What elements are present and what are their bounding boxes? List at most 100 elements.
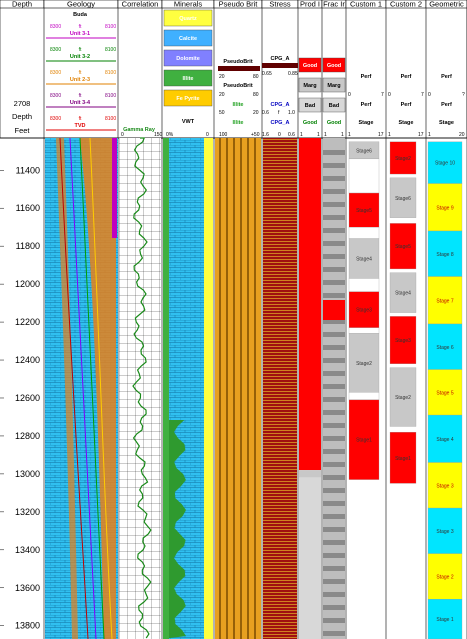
track-header-title: Correlation — [122, 0, 159, 9]
mineral-label: Dolomite — [176, 56, 200, 62]
depth-tick-label: 12000 — [15, 279, 40, 289]
custom-sub-left: 0 — [388, 92, 391, 98]
custom-min: 1 — [388, 132, 391, 138]
frac-index-stripe — [323, 566, 345, 571]
depth-tick-label: 12400 — [15, 355, 40, 365]
depth-axis: 1140011600118001200012200124001260012800… — [0, 165, 40, 631]
frac-index-stripe — [323, 514, 345, 519]
track-header-title: Geology — [67, 0, 95, 9]
custom-row2: Perf — [441, 102, 452, 108]
custom-row3: Stage — [399, 120, 414, 126]
frac-index-stripe — [323, 358, 345, 363]
frac-index-stripe — [323, 501, 345, 506]
stage-label: Stage 2 — [436, 574, 453, 580]
stage-label: Stage 3 — [436, 483, 453, 489]
geology-unit-name: Unit 3-4 — [70, 100, 91, 106]
stage-block — [389, 316, 417, 364]
stage-block — [348, 392, 380, 401]
stage-label: Stage 1 — [436, 617, 453, 623]
geology-unit-right: 8100 — [105, 93, 116, 99]
depth-tick-label: 11800 — [16, 241, 40, 251]
mineral-swatch — [163, 89, 213, 107]
frac-index-red — [323, 300, 345, 320]
track-header-title: Geometric — [429, 0, 464, 9]
depth-tick-label: 11600 — [16, 203, 40, 213]
custom-row1: Perf — [441, 74, 452, 80]
frac-index-stripe — [323, 618, 345, 623]
minerals-footer-left: 0% — [166, 132, 174, 138]
stage-label: Stage1 — [395, 456, 411, 462]
stage-block — [427, 369, 463, 416]
stage-block — [348, 227, 380, 239]
depth-tick-label: 13000 — [15, 469, 40, 479]
geology-unit-mid: ft — [79, 47, 82, 53]
stage-block — [348, 333, 380, 393]
geology-unit-name: Unit 3-2 — [70, 54, 90, 60]
stage-block — [348, 192, 380, 228]
depth-tick-label: 12200 — [15, 317, 40, 327]
stress-row2-left: 0.6 — [262, 110, 269, 116]
stage-label: Stage 5 — [436, 390, 453, 396]
minerals-quartz-fill — [204, 138, 213, 639]
geology-purple-edge — [112, 138, 117, 238]
depth-header-value: 2708 — [14, 99, 31, 108]
stage-block — [389, 141, 417, 175]
stage-label: Stage3 — [395, 338, 411, 344]
custom-row3: Stage — [439, 120, 454, 126]
stage-block — [389, 177, 417, 218]
stage-label: Stage4 — [395, 291, 411, 297]
frac-index-stripe — [323, 150, 345, 155]
frac-index-stripe — [323, 384, 345, 389]
frac-index-stripe — [323, 579, 345, 584]
geology-unit-mid: ft — [79, 24, 82, 30]
frac-index-stripe — [323, 215, 345, 220]
geology-unit-mid: ft — [79, 116, 82, 122]
pseudobrit-row1: PseudoBrit — [223, 59, 253, 65]
geology-unit-boundary — [89, 137, 113, 639]
correlation-min: 0 — [121, 132, 124, 138]
stage-label: Stage 6 — [436, 345, 453, 351]
mineral-swatch — [163, 69, 213, 87]
track-header-title: Depth — [12, 0, 32, 9]
frac-index-stripe — [323, 527, 345, 532]
geology-unit-left: 8300 — [50, 24, 61, 30]
index-legend-label: Good — [303, 120, 317, 126]
geology-unit-boundary — [59, 137, 89, 639]
mineral-label: Illite — [182, 76, 193, 82]
geology-unit-left: 8300 — [50, 116, 61, 122]
stage-label: Stage2 — [395, 395, 411, 401]
geology-top-unit: Buda — [73, 12, 88, 18]
stage-block — [389, 272, 417, 313]
geology-unit-right: 8100 — [105, 24, 116, 30]
pseudobrit-row4-right: +50 — [251, 132, 260, 138]
pseudobrit-row3-left: 50 — [219, 110, 225, 116]
track-header-title: Frac Ir — [323, 0, 345, 9]
index-legend-label: Good — [327, 63, 341, 69]
geology-unit-left: 8300 — [50, 70, 61, 76]
depth-tick-label: 13400 — [15, 545, 40, 555]
frac-index-stripe — [323, 397, 345, 402]
pseudobrit-row2-right: 80 — [253, 92, 259, 98]
mineral-swatch — [163, 49, 213, 67]
index-legend-swatch — [298, 97, 322, 113]
depth-tick-label: 11400 — [16, 165, 40, 175]
geology-unit-right: 8100 — [105, 70, 116, 76]
stress-fill — [263, 138, 297, 639]
minerals-footer: VWT — [182, 119, 195, 125]
frac-index-stripe — [323, 241, 345, 246]
frac-index-stripe — [323, 189, 345, 194]
frac-index-stripe — [323, 293, 345, 298]
stage-block — [427, 462, 463, 509]
index-legend-label: Marg — [303, 83, 316, 89]
frac-index-stripe — [323, 267, 345, 272]
index-min: 1 — [324, 132, 327, 138]
track-header-title: Custom 2 — [390, 0, 422, 9]
pseudobrit-row1-right: 80 — [253, 74, 259, 80]
index-legend-swatch — [322, 77, 346, 93]
stress-row3-right: 0.6 — [288, 132, 295, 138]
frac-index-stripe — [323, 475, 345, 480]
